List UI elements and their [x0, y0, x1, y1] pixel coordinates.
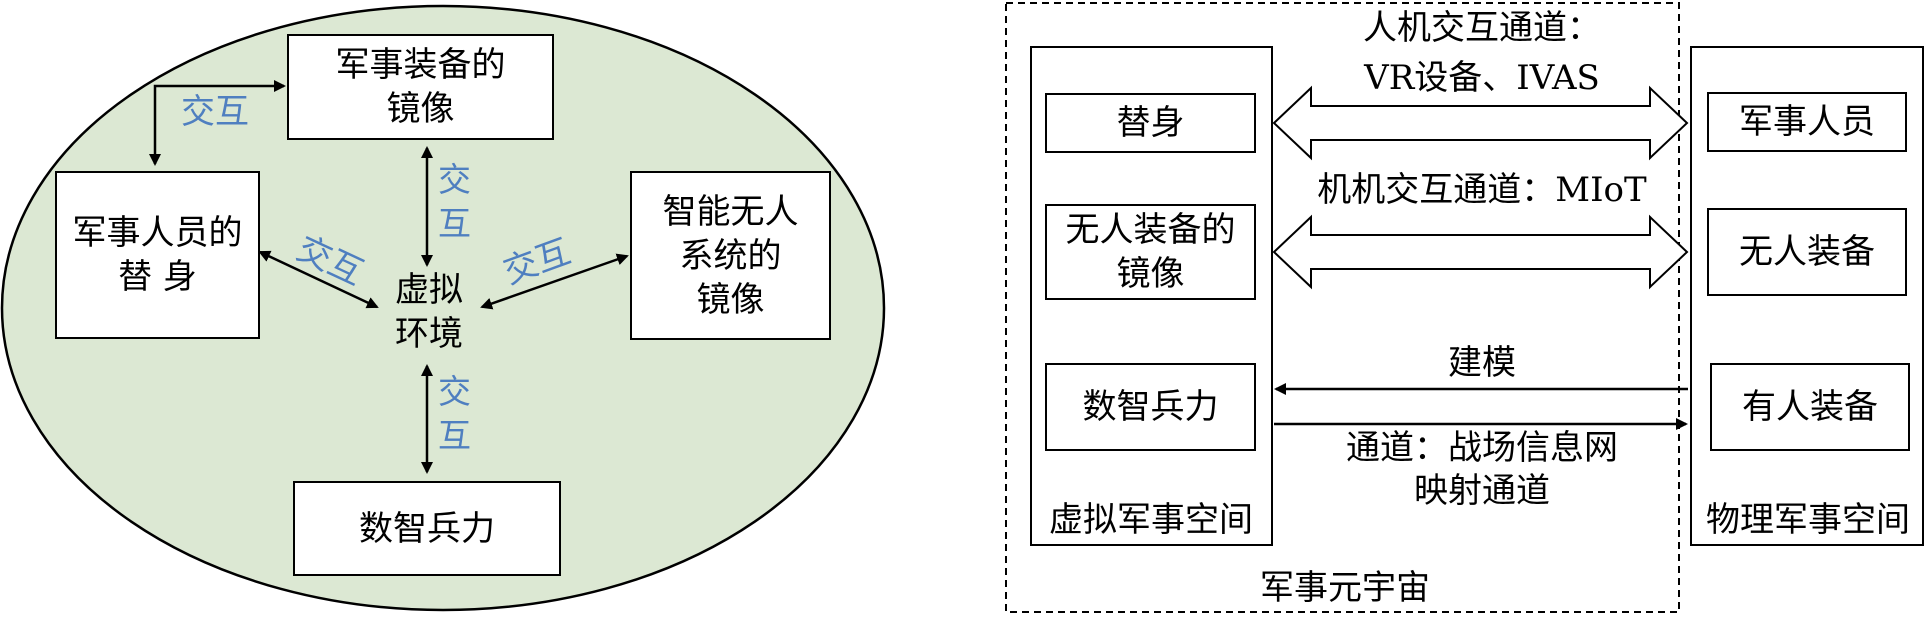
virtual-item-digital-force: 数智兵力 — [1045, 363, 1256, 451]
virtual-item-avatar-label: 替身 — [1116, 103, 1185, 143]
interaction-char-1: 交 — [438, 372, 471, 411]
interaction-label-top-center: 交 互 — [438, 158, 478, 246]
virtual-item-avatar: 替身 — [1045, 93, 1256, 153]
digital-force-node: 数智兵力 — [293, 481, 561, 576]
personnel-avatar-line2: 替 身 — [118, 257, 197, 297]
equipment-mirror-line2: 镜像 — [386, 89, 455, 129]
hci-channel-label-line2: VR设备、IVAS — [1364, 58, 1600, 98]
virtual-military-space-label: 虚拟军事空间 — [1049, 500, 1253, 540]
unmanned-mirror-line2: 系统的 — [679, 235, 782, 276]
physical-military-space-label: 物理军事空间 — [1706, 500, 1910, 540]
interaction-label-bottom-center: 交 互 — [438, 370, 478, 458]
military-metaverse-boundary — [1005, 2, 1680, 613]
virtual-item-unmanned-line2: 镜像 — [1116, 254, 1185, 294]
virtual-item-unmanned-line1: 无人装备的 — [1065, 210, 1236, 250]
unmanned-mirror-line3: 镜像 — [696, 279, 765, 320]
physical-item-unmanned-label: 无人装备 — [1739, 232, 1875, 272]
physical-item-unmanned: 无人装备 — [1707, 208, 1907, 296]
arrow-avatar-equipment — [149, 80, 286, 166]
arrow-avatar-center — [258, 250, 379, 309]
m2m-channel-arrow — [1272, 214, 1689, 290]
physical-item-personnel-label: 军事人员 — [1739, 102, 1875, 142]
mapping-label-line2: 映射通道 — [1414, 471, 1550, 511]
virtual-environment-line1: 虚拟 — [395, 270, 463, 310]
mapping-label-line1: 通道：战场信息网 — [1346, 428, 1618, 468]
virtual-item-unmanned-mirror: 无人装备的 镜像 — [1045, 204, 1256, 300]
virtual-environment-label: 虚拟 环境 — [389, 268, 469, 356]
equipment-mirror-node: 军事装备的 镜像 — [287, 34, 554, 140]
physical-item-personnel: 军事人员 — [1707, 92, 1907, 152]
personnel-avatar-line1: 军事人员的 — [72, 213, 243, 253]
interaction-char-2: 互 — [438, 416, 471, 455]
military-metaverse-label: 军事元宇宙 — [1260, 568, 1430, 608]
hci-channel-label-line1: 人机交互通道： — [1363, 8, 1601, 48]
digital-force-label: 数智兵力 — [359, 508, 495, 549]
hci-channel-arrow — [1272, 85, 1689, 161]
interaction-label-top-left: 交互 — [181, 92, 249, 132]
m2m-channel-label: 机机交互通道：MIoT — [1317, 170, 1647, 210]
arrow-center-unmanned — [480, 253, 629, 310]
physical-item-manned-label: 有人装备 — [1742, 387, 1878, 427]
modeling-label: 建模 — [1448, 343, 1516, 383]
physical-item-manned: 有人装备 — [1710, 363, 1910, 451]
virtual-item-digital-force-label: 数智兵力 — [1082, 387, 1219, 427]
personnel-avatar-node: 军事人员的 替 身 — [55, 171, 260, 339]
unmanned-system-mirror-node: 智能无人 系统的 镜像 — [630, 171, 831, 340]
virtual-environment-line2: 环境 — [395, 314, 463, 354]
interaction-char-2: 互 — [438, 204, 471, 243]
interaction-char-1: 交 — [438, 160, 471, 199]
unmanned-mirror-line1: 智能无人 — [662, 191, 799, 232]
equipment-mirror-line1: 军事装备的 — [335, 45, 506, 85]
